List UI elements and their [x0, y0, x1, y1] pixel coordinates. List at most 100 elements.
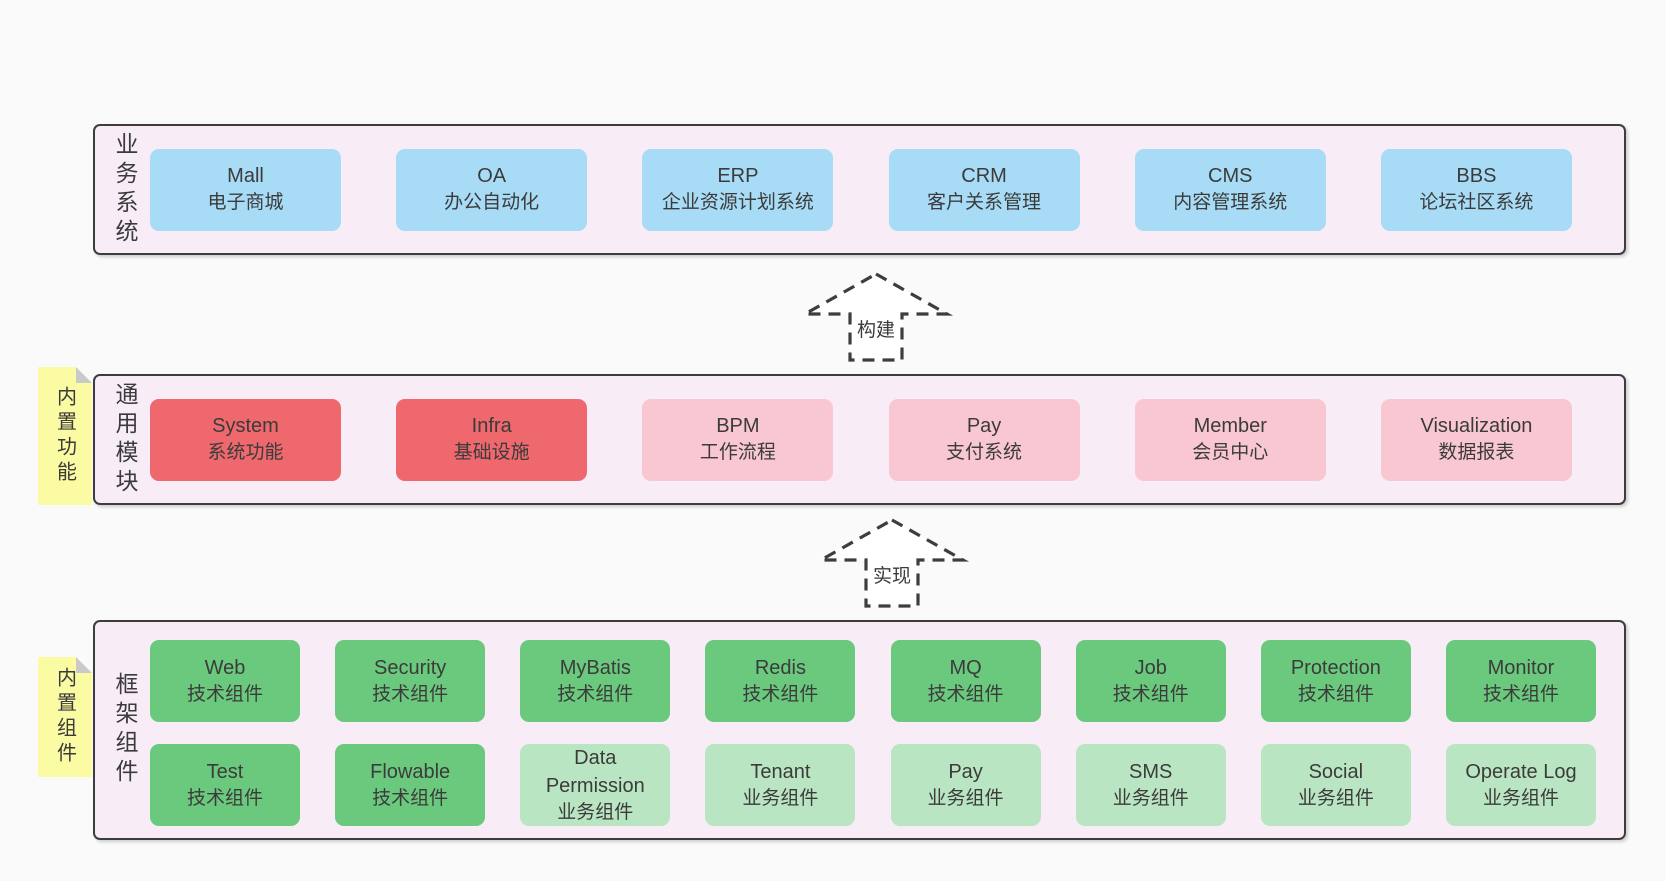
diagram-box-member: Member 会员中心 — [1134, 398, 1326, 481]
box-title: SMS — [1129, 760, 1173, 783]
box-subtitle: 论坛社区系统 — [1419, 192, 1534, 214]
diagram-box-bbs: BBS 论坛社区系统 — [1380, 148, 1572, 231]
diagram-box-web: Web 技术组件 — [150, 640, 300, 722]
box-subtitle: 业务组件 — [1297, 787, 1374, 809]
diagram-box-crm: CRM 客户关系管理 — [888, 148, 1080, 231]
box-title: Job — [1134, 656, 1167, 679]
box-title: BPM — [716, 415, 760, 438]
box-subtitle: 会员中心 — [1192, 442, 1269, 464]
box-subtitle: 工作流程 — [699, 442, 776, 464]
band-label-framework-components: 框架组件 — [112, 672, 138, 788]
diagram-box-social: Social 业务组件 — [1260, 744, 1411, 826]
sticky-note-text: 内置组件 — [53, 667, 76, 767]
box-subtitle: 业务组件 — [1482, 787, 1559, 809]
box-subtitle: 业务组件 — [557, 801, 634, 823]
diagram-box-visualization: Visualization 数据报表 — [1380, 398, 1572, 481]
box-subtitle: 客户关系管理 — [927, 192, 1042, 214]
build-arrow: 构建 — [798, 271, 954, 363]
diagram-box-bpm: BPM 工作流程 — [642, 398, 834, 481]
sticky-note-text: 内置功能 — [53, 386, 76, 486]
diagram-box-security: Security 技术组件 — [335, 640, 486, 722]
box-subtitle: 系统功能 — [207, 442, 284, 464]
diagram-box-cms: CMS 内容管理系统 — [1134, 148, 1326, 231]
box-subtitle: 基础设施 — [453, 442, 530, 464]
box-subtitle: 技术组件 — [186, 683, 263, 705]
box-title: Data Permission — [545, 746, 645, 797]
box-subtitle: 技术组件 — [1297, 683, 1374, 705]
diagram-box-data-permission: Data Permission 业务组件 — [520, 744, 671, 826]
box-title: CRM — [961, 165, 1007, 188]
box-title: Social — [1308, 760, 1364, 783]
box-subtitle: 业务组件 — [1112, 787, 1189, 809]
box-title: Mall — [227, 165, 264, 188]
box-title: BBS — [1456, 165, 1497, 188]
box-title: Member — [1193, 415, 1267, 438]
diagram-box-pay: Pay 业务组件 — [890, 744, 1041, 826]
diagram-box-monitor: Monitor 技术组件 — [1445, 640, 1596, 722]
box-title: MyBatis — [559, 656, 631, 679]
box-title: OA — [477, 165, 507, 188]
box-title: Monitor — [1487, 656, 1555, 679]
box-title: Redis — [754, 656, 806, 679]
box-subtitle: 业务组件 — [927, 787, 1004, 809]
box-subtitle: 业务组件 — [742, 787, 819, 809]
box-title: ERP — [717, 165, 759, 188]
box-subtitle: 技术组件 — [186, 787, 263, 809]
arrow-label-build: 构建 — [853, 315, 899, 342]
sticky-note-built-in-features: 内置功能 — [38, 367, 92, 505]
diagram-box-job: Job 技术组件 — [1075, 640, 1226, 722]
box-subtitle: 技术组件 — [372, 787, 449, 809]
box-subtitle: 技术组件 — [1482, 683, 1559, 705]
band-label-common-modules: 通用模块 — [112, 381, 138, 498]
box-subtitle: 技术组件 — [1112, 683, 1189, 705]
box-subtitle: 电子商城 — [207, 192, 284, 214]
box-title: Security — [374, 656, 447, 679]
diagram-box-test: Test 技术组件 — [150, 744, 300, 826]
sticky-folded-corner — [76, 367, 92, 383]
box-title: Test — [206, 760, 244, 783]
box-subtitle: 内容管理系统 — [1173, 192, 1288, 214]
box-title: System — [212, 415, 279, 438]
box-subtitle: 办公自动化 — [444, 192, 540, 214]
diagram-box-protection: Protection 技术组件 — [1260, 640, 1411, 722]
box-title: CMS — [1208, 165, 1253, 188]
box-title: Tenant — [750, 760, 811, 783]
box-subtitle: 技术组件 — [557, 683, 634, 705]
box-title: Infra — [471, 415, 512, 438]
diagram-box-erp: ERP 企业资源计划系统 — [642, 148, 834, 231]
box-subtitle: 技术组件 — [372, 683, 449, 705]
diagram-box-flowable: Flowable 技术组件 — [335, 744, 486, 826]
box-title: Operate Log — [1465, 760, 1577, 783]
box-subtitle: 技术组件 — [742, 683, 819, 705]
band-label-business-systems: 业务系统 — [112, 131, 138, 248]
band-business-systems: 业务系统 Mall 电子商城 OA 办公自动化 ERP 企业资源计划系统 CRM 客户关系管理… — [93, 124, 1626, 255]
box-title: Protection — [1290, 656, 1381, 679]
box-subtitle: 企业资源计划系统 — [661, 192, 814, 214]
sticky-note-built-in-components: 内置组件 — [38, 657, 92, 777]
box-title: Web — [204, 656, 246, 679]
implement-arrow: 实现 — [814, 517, 970, 609]
diagram-box-tenant: Tenant 业务组件 — [705, 744, 856, 826]
arrow-label-implement: 实现 — [869, 561, 915, 588]
diagram-box-infra: Infra 基础设施 — [396, 398, 588, 481]
diagram-box-redis: Redis 技术组件 — [705, 640, 856, 722]
box-subtitle: 支付系统 — [946, 442, 1023, 464]
diagram-box-mybatis: MyBatis 技术组件 — [520, 640, 671, 722]
diagram-box-sms: SMS 业务组件 — [1075, 744, 1226, 826]
diagram-box-mall: Mall 电子商城 — [150, 148, 341, 231]
box-title: Flowable — [370, 760, 451, 783]
diagram-box-system: System 系统功能 — [150, 398, 341, 481]
box-subtitle: 技术组件 — [927, 683, 1004, 705]
box-row: Mall 电子商城 OA 办公自动化 ERP 企业资源计划系统 CRM 客户关系管理 CMS 内容… — [150, 148, 1572, 231]
box-subtitle: 数据报表 — [1438, 442, 1515, 464]
box-title: Visualization — [1420, 415, 1533, 438]
box-title: Pay — [948, 760, 983, 783]
